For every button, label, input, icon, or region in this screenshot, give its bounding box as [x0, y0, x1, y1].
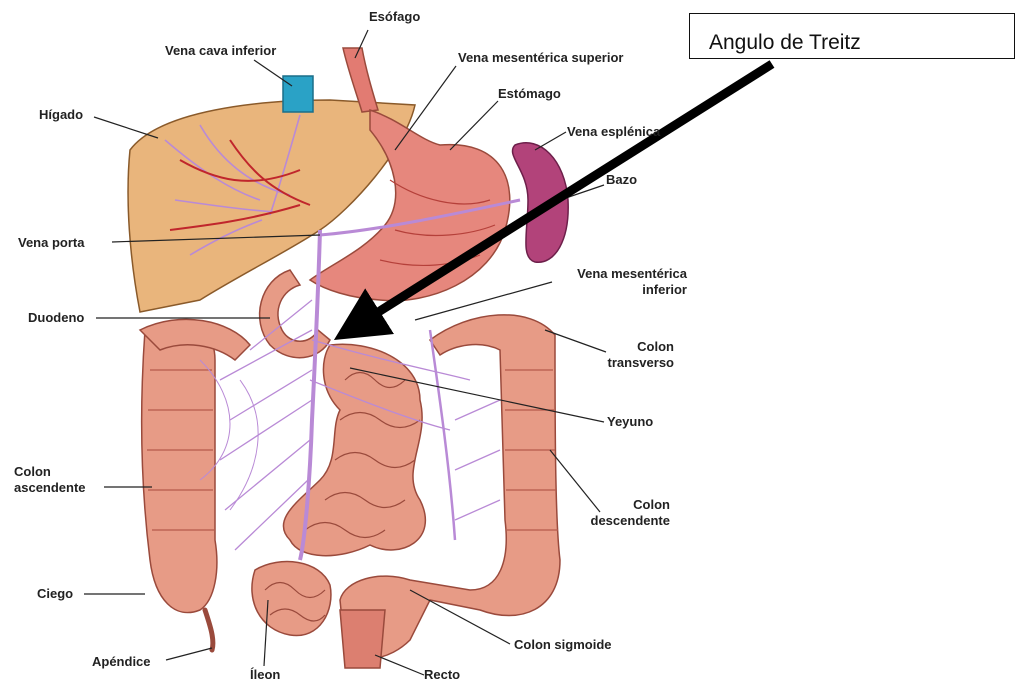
label-colon-descendente-1: Colon	[590, 497, 670, 512]
label-colon-sigmoide: Colon sigmoide	[514, 637, 612, 652]
label-vena-esplenica: Vena esplénica	[567, 124, 660, 139]
label-colon-ascendente-2: ascendente	[14, 480, 86, 495]
label-colon-ascendente-1: Colon	[14, 464, 51, 479]
label-yeyuno: Yeyuno	[607, 414, 653, 429]
treitz-callout-text: Angulo de Treitz	[709, 31, 861, 55]
label-vena-cava-inferior: Vena cava inferior	[165, 43, 276, 58]
vena-cava-shape	[283, 76, 313, 112]
label-esofago: Esófago	[369, 9, 420, 24]
label-colon-transverso-1: Colon	[600, 339, 674, 354]
label-ciego: Ciego	[37, 586, 73, 601]
label-colon-descendente-2: descendente	[590, 513, 670, 528]
label-apendice: Apéndice	[92, 654, 151, 669]
label-estomago: Estómago	[498, 86, 561, 101]
label-recto: Recto	[424, 667, 460, 682]
label-higado: Hígado	[39, 107, 83, 122]
label-bazo: Bazo	[606, 172, 637, 187]
label-ileon: Íleon	[250, 667, 280, 682]
label-colon-transverso-2: transverso	[600, 355, 674, 370]
label-duodeno: Duodeno	[28, 310, 84, 325]
label-vena-mesenterica-inferior-2: inferior	[552, 282, 687, 297]
treitz-callout-box: Angulo de Treitz	[689, 13, 1015, 59]
label-vena-mesenterica-inferior-1: Vena mesentérica	[552, 266, 687, 281]
label-vena-porta: Vena porta	[18, 235, 84, 250]
label-vena-mesenterica-superior: Vena mesentérica superior	[458, 50, 623, 65]
